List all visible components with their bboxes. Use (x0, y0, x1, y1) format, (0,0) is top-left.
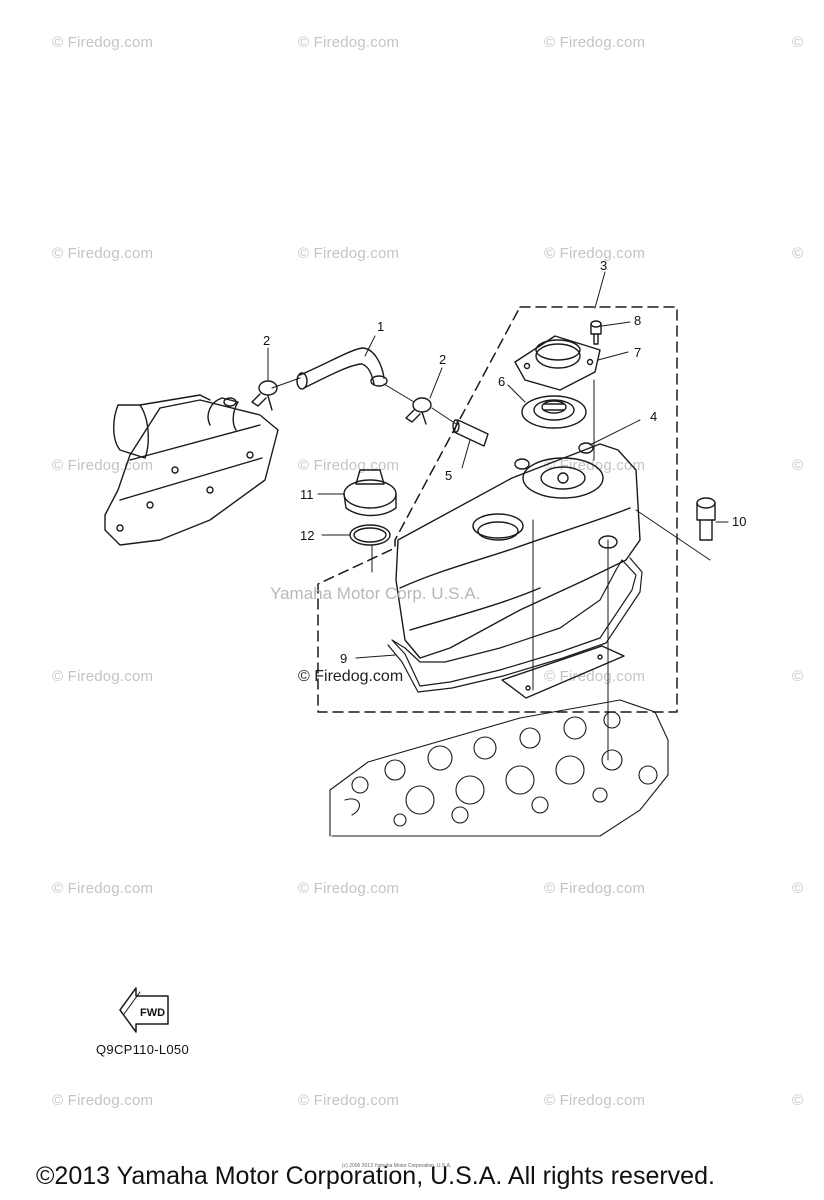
hose-clamp-right (405, 397, 432, 425)
fine-print: (c) 2006 2013 Yamaha Motor Corporation, … (342, 1163, 452, 1169)
watermark: © Firedog.com (52, 245, 154, 262)
watermark: © (792, 457, 804, 474)
callout-3: 3 (600, 258, 608, 273)
watermark: © Firedog.com (52, 1092, 154, 1109)
callout-6: 6 (498, 374, 506, 389)
cylinder-head (329, 699, 669, 837)
callout-11: 11 (300, 487, 314, 502)
breather-housing (104, 394, 279, 546)
cover-bolt (696, 497, 716, 541)
gasket (391, 559, 637, 687)
watermark: © Firedog.com (52, 34, 154, 51)
watermark: © Firedog.com (298, 1092, 400, 1109)
leader-lines (267, 271, 729, 761)
callout-2-left: 2 (263, 333, 271, 348)
callout-1: 1 (377, 319, 385, 334)
callout-8: 8 (634, 313, 642, 328)
watermark: © (792, 668, 804, 685)
callout-2-right: 2 (439, 352, 447, 367)
cap-bolt (590, 320, 602, 345)
breather-hose (299, 347, 385, 379)
cover-cap (514, 335, 601, 391)
watermark: © Firedog.com (52, 668, 154, 685)
watermark: © Firedog.com (544, 880, 646, 897)
watermark: © (792, 880, 804, 897)
breather-diaphragm (521, 395, 587, 429)
callout-7: 7 (634, 345, 642, 360)
callout-12: 12 (300, 528, 315, 543)
watermark: © Firedog.com (52, 880, 154, 897)
watermark: © Firedog.com (544, 1092, 646, 1109)
callout-5: 5 (445, 468, 453, 483)
fwd-arrow-icon: FWD (119, 987, 169, 1033)
watermark-overlay: Yamaha Motor Corp. U.S.A. (270, 584, 481, 603)
hose-clamp-left (251, 380, 278, 411)
callout-9: 9 (340, 651, 348, 666)
watermark: © (792, 245, 804, 262)
rocker-cover (395, 442, 641, 659)
watermark: © Firedog.com (298, 34, 400, 51)
breather-pipe (453, 419, 489, 447)
watermark: © Firedog.com (544, 245, 646, 262)
watermark: © Firedog.com (298, 880, 400, 897)
oil-filler-cap (343, 469, 397, 517)
watermark: © Firedog.com (544, 34, 646, 51)
baffle-plate (501, 645, 625, 699)
fwd-label: FWD (140, 1007, 165, 1019)
watermark-overlay-dark: © Firedog.com (298, 668, 404, 685)
callout-10: 10 (732, 514, 747, 529)
watermark: © Firedog.com (544, 668, 646, 685)
watermark: © (792, 1092, 804, 1109)
assembly-dashed-outline (317, 306, 678, 713)
copyright-notice: ©2013 Yamaha Motor Corporation, U.S.A. A… (36, 1162, 715, 1190)
watermark: © (792, 34, 804, 51)
callout-4: 4 (650, 409, 658, 424)
watermark: © Firedog.com (298, 245, 400, 262)
diagram-code: Q9CP110-L050 (96, 1042, 189, 1057)
